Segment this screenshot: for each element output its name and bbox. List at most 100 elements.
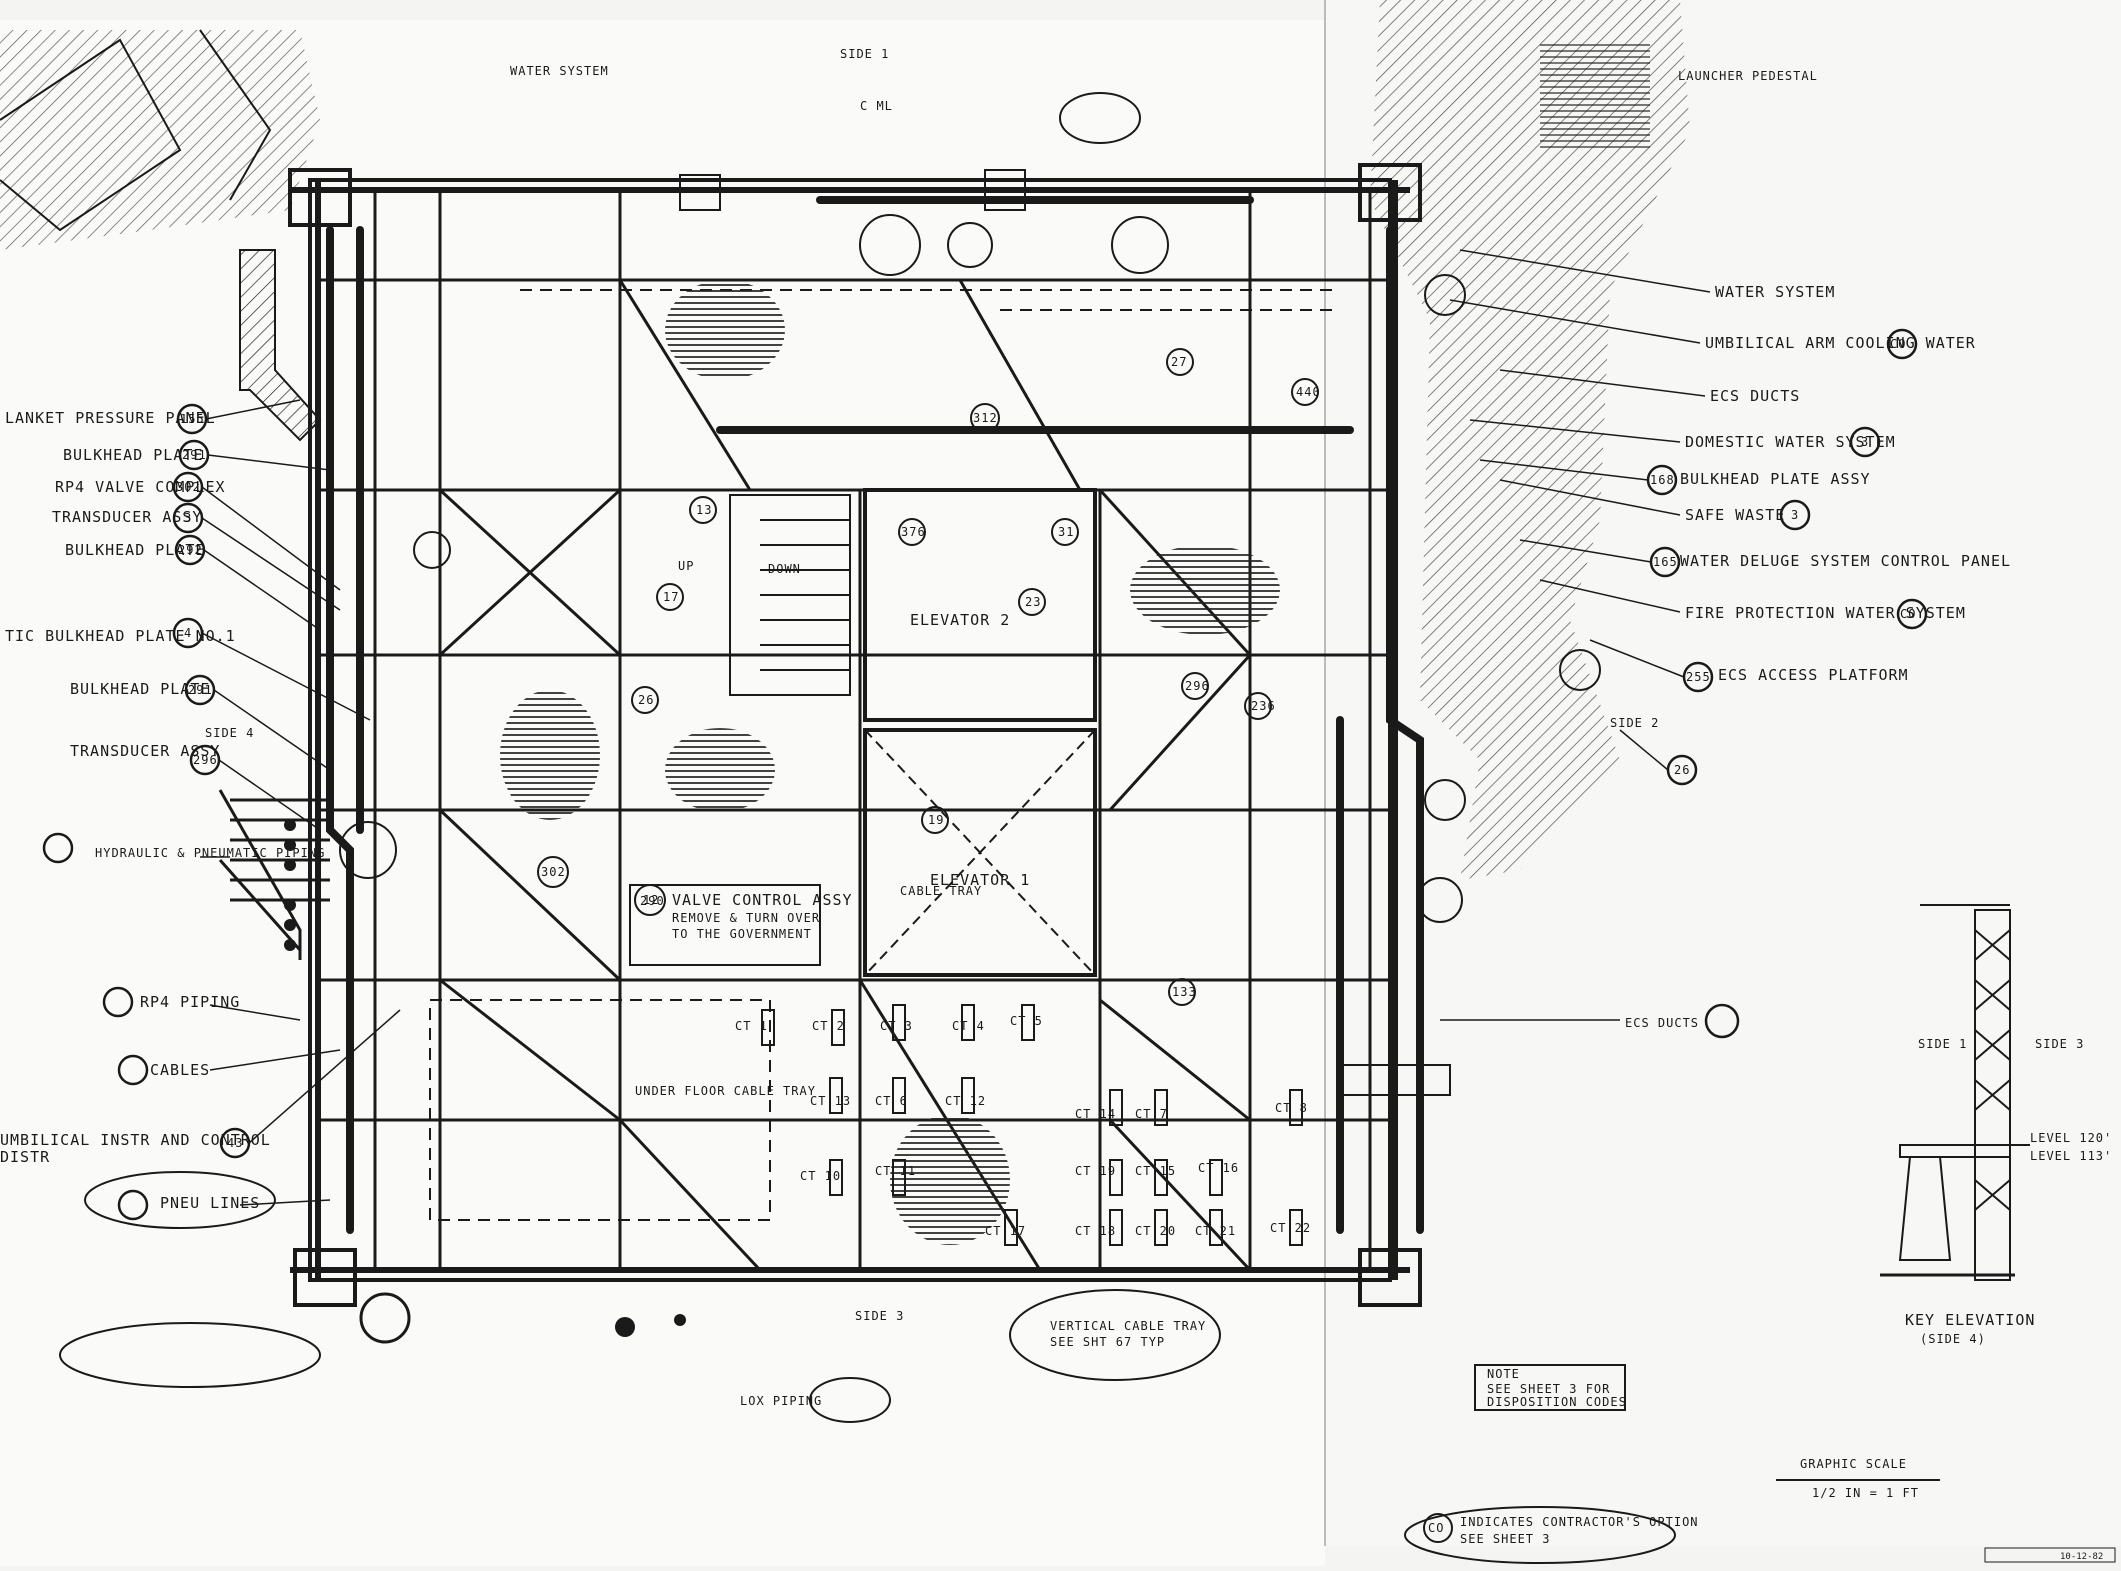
valve-control-tag: 290	[640, 894, 665, 908]
corner-column	[288, 168, 352, 227]
tag-label: 296	[193, 753, 218, 767]
callout-launcher-pedestal: LAUNCHER PEDESTAL	[1678, 69, 1818, 83]
tag-label: 3	[184, 511, 192, 525]
elevator-diagonal	[864, 729, 1096, 976]
legend-circle	[1423, 1513, 1453, 1543]
tag-label: 3	[1791, 508, 1799, 522]
callout-water-system: WATER SYSTEM	[1715, 283, 1835, 301]
piping-detail	[339, 169, 1601, 1096]
ct-label: CT 13	[810, 1094, 851, 1108]
elevator-2-shaft	[863, 488, 1097, 722]
tag-label: CO	[1900, 607, 1916, 621]
valve-rosette	[359, 1292, 411, 1344]
side-3-label: SIDE 3	[855, 1309, 904, 1323]
title-block	[1984, 1547, 2116, 1563]
tag-label: 155	[180, 412, 205, 426]
vertical-cable-tray-note: VERTICAL CABLE TRAY	[1050, 1319, 1206, 1333]
internal-tag-text: 312 23 376 31 26 19 17 302 13 440 133 29…	[541, 355, 1320, 999]
key-elevation-drawing	[1880, 904, 2030, 1281]
right-leader-lines	[1440, 249, 1711, 1021]
callout-pneu-lines: PNEU LINES	[160, 1194, 260, 1212]
tag-label: 26	[1674, 763, 1690, 777]
tag-label: 27	[1171, 355, 1187, 369]
note-text: DISPOSITION CODES	[1487, 1395, 1627, 1409]
pipe-runs	[326, 196, 1424, 1234]
tag-label: 3	[1861, 435, 1869, 449]
callout-bulkhead-plate-assy: BULKHEAD PLATE ASSY	[1680, 470, 1871, 488]
tag-label: 43	[227, 1136, 243, 1150]
callout-ecs-ducts: ECS DUCTS	[1710, 387, 1800, 405]
dashed-outlines	[429, 289, 1340, 1221]
callout-bulkhead-plate: BULKHEAD PLATE	[63, 446, 203, 464]
stairwell	[729, 494, 851, 696]
launcher-pedestal-hatch	[1370, 0, 1690, 880]
ct-label: CT 11	[875, 1164, 916, 1178]
ct-label: CT 15	[1135, 1164, 1176, 1178]
title-block-date: 10-12-82	[2060, 1552, 2103, 1562]
tag-label: 302	[541, 865, 566, 879]
truss-member	[199, 29, 272, 201]
ct-label: CT 16	[1198, 1161, 1239, 1175]
graphic-scale-note: 1/2 IN = 1 FT	[1812, 1486, 1919, 1500]
valve-control-box	[629, 884, 821, 966]
callout-transducer-assy: TRANSDUCER ASSY	[70, 742, 220, 760]
horizontal-framing	[318, 278, 1395, 1122]
upper-left-structure-hatch	[0, 30, 320, 250]
cable-tray-label: CABLE TRAY	[900, 884, 982, 898]
tag-label: 23	[1025, 595, 1041, 609]
callout-ecs-access-platform: ECS ACCESS PLATFORM	[1718, 666, 1909, 684]
key-elevation-title: KEY ELEVATION	[1905, 1311, 2035, 1329]
ct-label: CT 17	[985, 1224, 1026, 1238]
tag-label: CO	[1890, 337, 1906, 351]
tag-label: 236	[1251, 699, 1276, 713]
ct-label: CT 20	[1135, 1224, 1176, 1238]
internal-tag-circles	[537, 348, 1319, 1006]
ct-label: CT 5	[1010, 1014, 1043, 1028]
pedestal-mesh	[1540, 40, 1650, 150]
annotation-clouds	[59, 92, 1676, 1564]
legend-text: SEE SHEET 3	[1460, 1532, 1550, 1546]
tag-label: 255	[1686, 670, 1711, 684]
callout-safe-waste: SAFE WASTE	[1685, 506, 1785, 524]
tag-label: 292	[178, 543, 203, 557]
right-callouts: LAUNCHER PEDESTAL WATER SYSTEM UMBILICAL…	[510, 64, 2011, 1030]
callout-ecs-ducts-lower: ECS DUCTS	[1625, 1016, 1699, 1030]
callout-bulkhead-plate: BULKHEAD PLATE	[70, 680, 210, 698]
callout-cables: CABLES	[150, 1061, 210, 1079]
tag-label: 17	[663, 590, 679, 604]
ct-label: CT 2	[812, 1019, 845, 1033]
callout-umbilical-instr: UMBILICAL INSTR AND CONTROL	[0, 1131, 271, 1149]
legend-tag: CO	[1428, 1521, 1444, 1535]
valve-control-note: TO THE GOVERNMENT	[672, 927, 812, 941]
right-tag-text: CO 3 168 3 165 CO 255 26	[1650, 337, 1916, 777]
lox-piping-label: LOX PIPING	[740, 1394, 822, 1408]
callout-hydraulic-piping: HYDRAULIC & PNEUMATIC PIPING	[95, 846, 325, 860]
ct-label: CT 3	[880, 1019, 913, 1033]
tag-label: 296	[1185, 679, 1210, 693]
vertical-framing	[373, 190, 1372, 1270]
stair-up-label: UP	[678, 559, 694, 573]
callout-fire-protection: FIRE PROTECTION WATER SYSTEM	[1685, 604, 1966, 622]
key-side-1: SIDE 1	[1918, 1037, 1967, 1051]
corner-column	[293, 1248, 357, 1307]
ct-label: CT 7	[1135, 1107, 1168, 1121]
centerline-label: C ML	[860, 99, 893, 113]
callout-water-deluge: WATER DELUGE SYSTEM CONTROL PANEL	[1680, 552, 2011, 570]
tag-label: 165	[1653, 555, 1678, 569]
ct-label: CT 10	[800, 1169, 841, 1183]
left-leader-lines	[200, 399, 401, 1206]
legend-text: INDICATES CONTRACTOR'S OPTION	[1460, 1515, 1699, 1529]
note-box	[1474, 1364, 1626, 1411]
ct-label: CT 8	[1275, 1101, 1308, 1115]
ct-label: CT 12	[945, 1094, 986, 1108]
key-level-120: LEVEL 120'	[2030, 1131, 2112, 1145]
ct-label: CT 14	[1075, 1107, 1116, 1121]
tag-label: 291	[188, 683, 213, 697]
callout-rp4-valve-complex: RP4 VALVE COMPLEX	[55, 478, 226, 496]
tag-label: 19	[928, 813, 944, 827]
tag-label: 133	[1172, 985, 1197, 999]
key-level-113: LEVEL 113'	[2030, 1149, 2112, 1163]
vertical-cable-tray-note: SEE SHT 67 TYP	[1050, 1335, 1165, 1349]
callout-transducer-assy: TRANSDUCER ASSY	[52, 508, 202, 526]
